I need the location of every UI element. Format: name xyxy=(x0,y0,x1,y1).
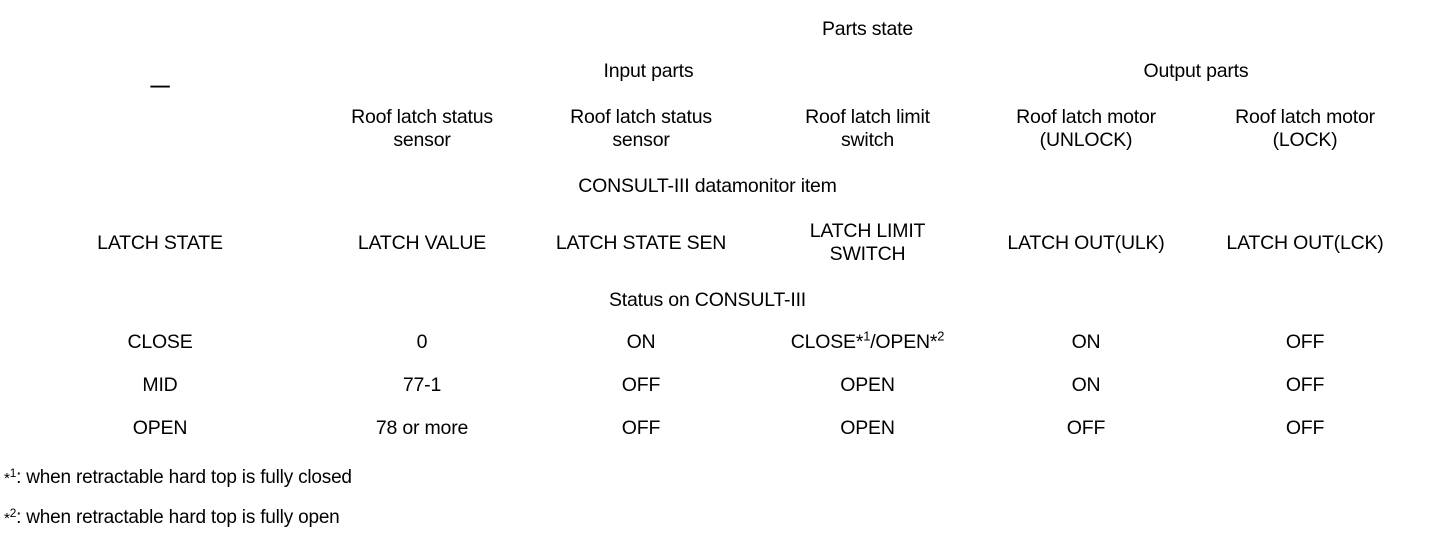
cell-latch-limit-switch: OPEN xyxy=(840,374,895,396)
band-row-status: Status on CONSULT-III xyxy=(0,279,1415,321)
monitor-item-latch-state: LATCH STATE xyxy=(0,207,320,279)
header-row-monitor-items: LATCH STATE LATCH VALUE LATCH STATE SEN … xyxy=(0,207,1415,279)
footnote-2-marker: *2 xyxy=(4,505,17,527)
cell-latch-out-lck: OFF xyxy=(1285,374,1325,396)
monitor-item-latch-out-ulk: LATCH OUT(ULK) xyxy=(977,207,1195,279)
part-name-roof-latch-motor-unlock: Roof latch motor (UNLOCK) xyxy=(977,93,1195,165)
footnote-1: *1: when retractable hard top is fully c… xyxy=(4,465,904,489)
footnote-2-text: : when retractable hard top is fully ope… xyxy=(16,506,340,528)
cell-latch-state-sen: OFF xyxy=(621,374,661,396)
band-label-status-on-consult: Status on CONSULT-III xyxy=(609,288,807,311)
part-line-2: sensor xyxy=(612,129,670,151)
cell-latch-value: 0 xyxy=(416,331,428,353)
cell-latch-out-lck: OFF xyxy=(1285,417,1325,439)
part-line-2: switch xyxy=(841,129,894,151)
cell-latch-value: 78 or more xyxy=(375,417,469,439)
header-row-parts-state: — Parts state xyxy=(0,8,1415,98)
part-line-2: (LOCK) xyxy=(1272,129,1338,151)
cell-latch-state-sen: ON xyxy=(626,331,656,353)
cell-latch-value: 77-1 xyxy=(402,374,442,396)
table-row: CLOSE 0 ON CLOSE*1/OPEN*2 ON OFF xyxy=(0,321,1415,364)
footnote-2: *2: when retractable hard top is fully o… xyxy=(4,505,904,529)
cell-latch-state: CLOSE xyxy=(127,331,193,353)
part-name-roof-latch-motor-lock: Roof latch motor (LOCK) xyxy=(1195,93,1415,165)
monitor-item-latch-limit-switch: LATCH LIMIT SWITCH xyxy=(758,207,977,279)
monitor-item-latch-value: LATCH VALUE xyxy=(320,207,524,279)
part-line-1: Roof latch motor xyxy=(1235,106,1375,128)
limit-switch-close: CLOSE xyxy=(790,331,856,353)
parts-state-spec-table: — Parts state Input parts Output parts R… xyxy=(0,8,1415,450)
monitor-line-1: LATCH LIMIT xyxy=(809,220,926,242)
footnotes-block: *1: when retractable hard top is fully c… xyxy=(4,465,904,548)
band-label-consult-datamonitor-item: CONSULT-III datamonitor item xyxy=(578,174,837,197)
table-row: MID 77-1 OFF OPEN ON OFF xyxy=(0,364,1415,407)
cell-latch-state-sen: OFF xyxy=(621,417,661,439)
cell-latch-state: OPEN xyxy=(132,417,188,439)
monitor-item-latch-state-sen: LATCH STATE SEN xyxy=(524,207,758,279)
group-header-parts-state: Parts state xyxy=(822,17,914,40)
footnote-1-text: : when retractable hard top is fully clo… xyxy=(16,467,352,488)
monitor-line-1: LATCH STATE SEN xyxy=(555,231,727,254)
table-row: OPEN 78 or more OFF OPEN OFF OFF xyxy=(0,407,1415,450)
monitor-line-1: LATCH STATE xyxy=(97,231,223,254)
limit-switch-open: /OPEN xyxy=(870,331,930,353)
monitor-line-1: LATCH OUT(ULK) xyxy=(1007,231,1165,254)
corner-dash-cell: — xyxy=(150,75,170,97)
cell-latch-out-ulk: OFF xyxy=(1066,417,1106,439)
group-header-input-parts: Input parts xyxy=(603,60,694,82)
part-name-roof-latch-limit-switch: Roof latch limit switch xyxy=(758,93,977,165)
part-line-1: Roof latch status xyxy=(570,106,712,128)
footnote-ref-1: *1 xyxy=(855,328,871,353)
footnote-ref-2: *2 xyxy=(929,328,945,353)
cell-latch-out-lck: OFF xyxy=(1285,331,1325,353)
part-line-1: Roof latch status xyxy=(351,106,493,128)
header-row-part-names: Roof latch status sensor Roof latch stat… xyxy=(0,93,1415,165)
group-header-output-parts: Output parts xyxy=(1143,60,1249,82)
cell-latch-state: MID xyxy=(142,374,178,396)
header-row-input-output: Input parts Output parts xyxy=(0,50,1415,93)
monitor-line-1: LATCH VALUE xyxy=(357,231,487,254)
part-name-roof-latch-status-sensor-2: Roof latch status sensor xyxy=(524,93,758,165)
monitor-item-latch-out-lck: LATCH OUT(LCK) xyxy=(1195,207,1415,279)
cell-latch-limit-switch: OPEN xyxy=(840,417,895,439)
monitor-line-2: SWITCH xyxy=(829,243,906,265)
part-line-2: (UNLOCK) xyxy=(1039,129,1133,151)
cell-latch-out-ulk: ON xyxy=(1071,374,1101,396)
cell-latch-out-ulk: ON xyxy=(1071,331,1101,353)
footnote-1-marker: *1 xyxy=(4,465,17,487)
part-line-1: Roof latch motor xyxy=(1016,106,1156,128)
part-name-roof-latch-status-sensor-1: Roof latch status sensor xyxy=(320,93,524,165)
monitor-line-1: LATCH OUT(LCK) xyxy=(1226,231,1384,254)
cell-latch-limit-switch: CLOSE*1/OPEN*2 xyxy=(758,321,977,364)
part-line-1: Roof latch limit xyxy=(805,106,930,128)
part-line-2: sensor xyxy=(393,129,451,151)
band-row-datamonitor: CONSULT-III datamonitor item xyxy=(0,165,1415,207)
